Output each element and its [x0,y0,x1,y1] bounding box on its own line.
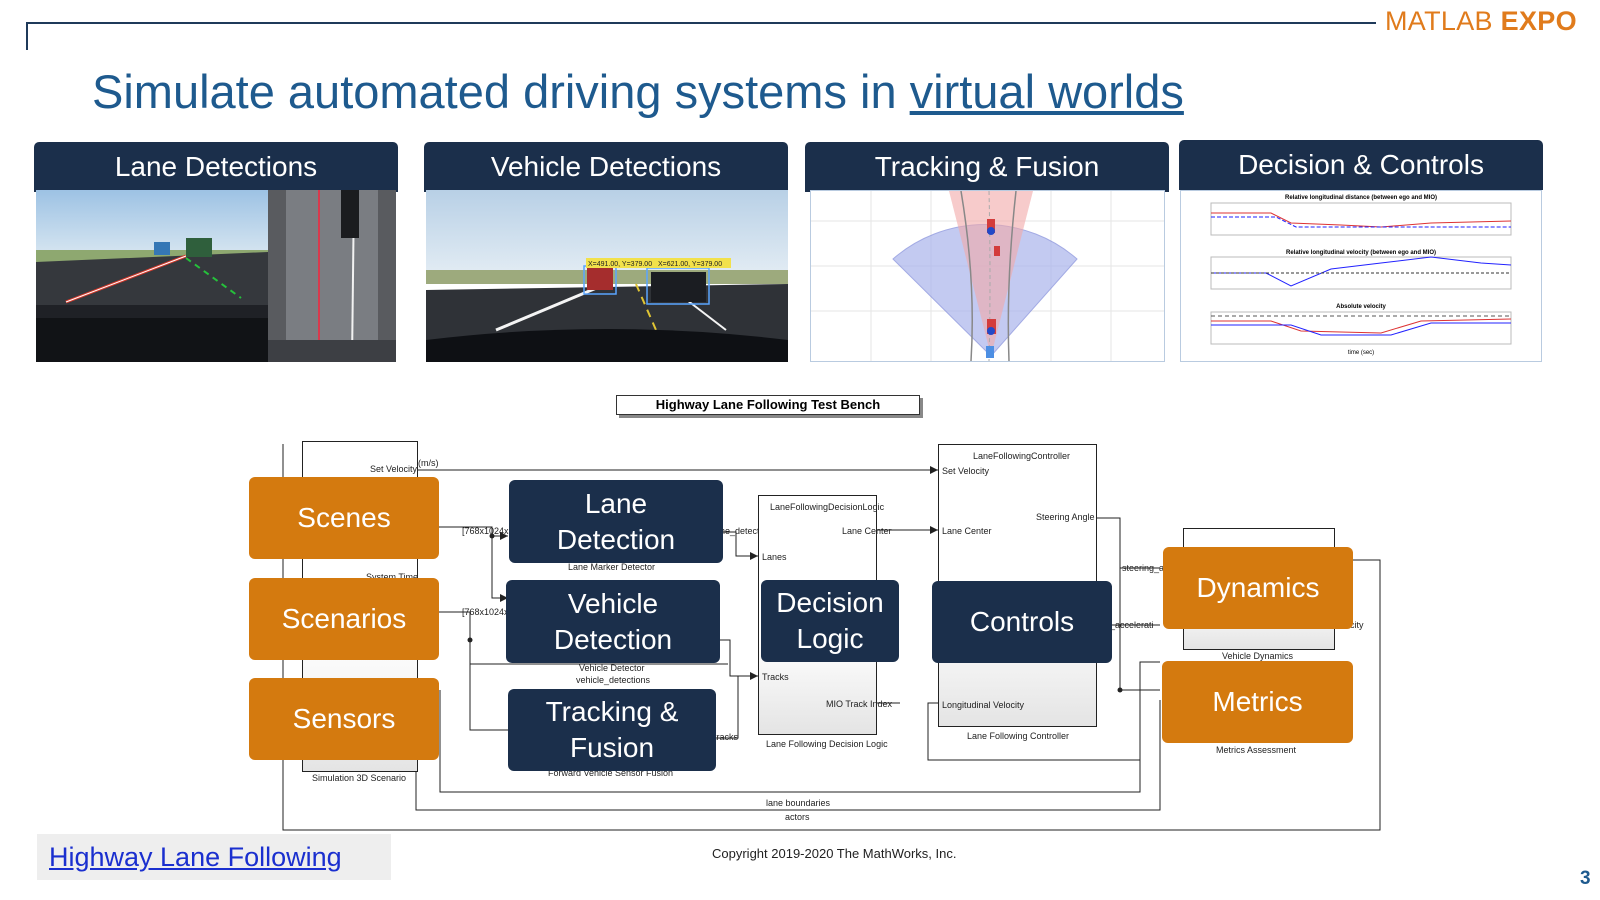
scenarios-label: Scenarios [249,578,439,660]
signal-steering: steering_a [1122,563,1165,573]
metrics-label: Metrics [1162,661,1353,743]
controller-inner-label: LaneFollowingController [973,451,1071,461]
virtual-worlds-link[interactable]: virtual worlds [909,65,1184,118]
signal-velocity: ocity [1345,620,1364,630]
panel-header-lane-detections: Lane Detections [34,142,398,192]
signal-image-2: [768x1024x [462,607,509,617]
plot-xlabel: time (sec) [1348,350,1374,356]
port-set-velocity-out: Set Velocity [370,464,418,474]
signal-lane-detections: he_detections [720,526,777,536]
signal-lane-boundaries: lane boundaries [766,798,831,808]
diagram-title: Highway Lane Following Test Bench [616,395,920,415]
decision-logic-label: Lane Following Decision Logic [766,739,888,749]
scenes-label: Scenes [249,477,439,559]
port-mio-track-index: MIO Track Index [826,699,893,709]
sensors-label: Sensors [249,678,439,760]
matlab-expo-logo: MATLAB EXPO [1385,6,1577,36]
lane-marker-detector-label: Lane Marker Detector [568,562,656,572]
vehicle-detector-label: Vehicle Detector [579,663,645,673]
signal-ms: (m/s) [418,458,439,468]
lane-detection-label: Lane Detection [509,480,723,563]
signal-image-1: [768x1024x3 [462,526,514,536]
plot1-title: Relative longitudinal distance (between … [1285,195,1437,201]
port-longitudinal-velocity: Longitudinal Velocity [942,700,1025,710]
dynamics-label: Dynamics [1163,547,1353,629]
detection-label-left: X=491.00, Y=379.00 [588,261,652,268]
controller-label: Lane Following Controller [967,731,1070,741]
copyright: Copyright 2019-2020 The MathWorks, Inc. [712,846,957,861]
vehicle-dynamics-label: Vehicle Dynamics [1222,651,1294,661]
vehicle-detection-label: Vehicle Detection [506,580,720,663]
lane-detections-image [36,190,396,362]
sensor-fusion-label: Forward Vehicle Sensor Fusion [548,768,674,778]
header-rule [26,22,1376,24]
signal-actors: actors [785,812,810,822]
controls-label: Controls [932,581,1112,663]
signal-ego-acceleration: go_accelerati [1100,620,1154,630]
port-lane-center-out: Lane Center [842,526,892,536]
metrics-assessment-label: Metrics Assessment [1216,745,1297,755]
panel-header-decision-controls: Decision & Controls [1179,140,1543,190]
page-title: Simulate automated driving systems in vi… [92,65,1184,118]
detection-label-right: X=621.00, Y=379.00 [658,261,722,268]
port-steering-angle: Steering Angle [1036,512,1095,522]
tracking-fusion-label: Tracking & Fusion [508,689,716,771]
port-tracks: Tracks [762,672,789,682]
highway-lane-following-link[interactable]: Highway Lane Following [49,842,342,872]
port-system-time: System Time [366,572,419,582]
tracking-fusion-image [810,190,1165,362]
panel-header-tracking-fusion: Tracking & Fusion [805,142,1169,192]
decision-controls-plots: Relative longitudinal distance (between … [1180,190,1542,362]
signal-vehicle-detections: vehicle_detections [576,675,651,685]
simulation-3d-scenario-label: Simulation 3D Scenario [312,773,407,783]
port-lanes: Lanes [762,552,787,562]
footer-link-box: Highway Lane Following [37,834,391,880]
decision-logic-component-label: Decision Logic [761,580,899,662]
vehicle-detections-image: X=491.00, Y=379.00 X=621.00, Y=379.00 [426,190,788,362]
panel-header-vehicle-detections: Vehicle Detections [424,142,788,192]
plot3-title: Absolute velocity [1336,304,1386,310]
decision-logic-inner-label: LaneFollowingDecisionLogic [770,502,885,512]
port-set-velocity-in: Set Velocity [942,466,990,476]
page-number: 3 [1580,868,1591,889]
port-lane-center-in: Lane Center [942,526,992,536]
signal-tracks: tracks [714,732,739,742]
plot2-title: Relative longitudinal velocity (between … [1286,250,1436,256]
header-rule-tick [26,22,28,50]
